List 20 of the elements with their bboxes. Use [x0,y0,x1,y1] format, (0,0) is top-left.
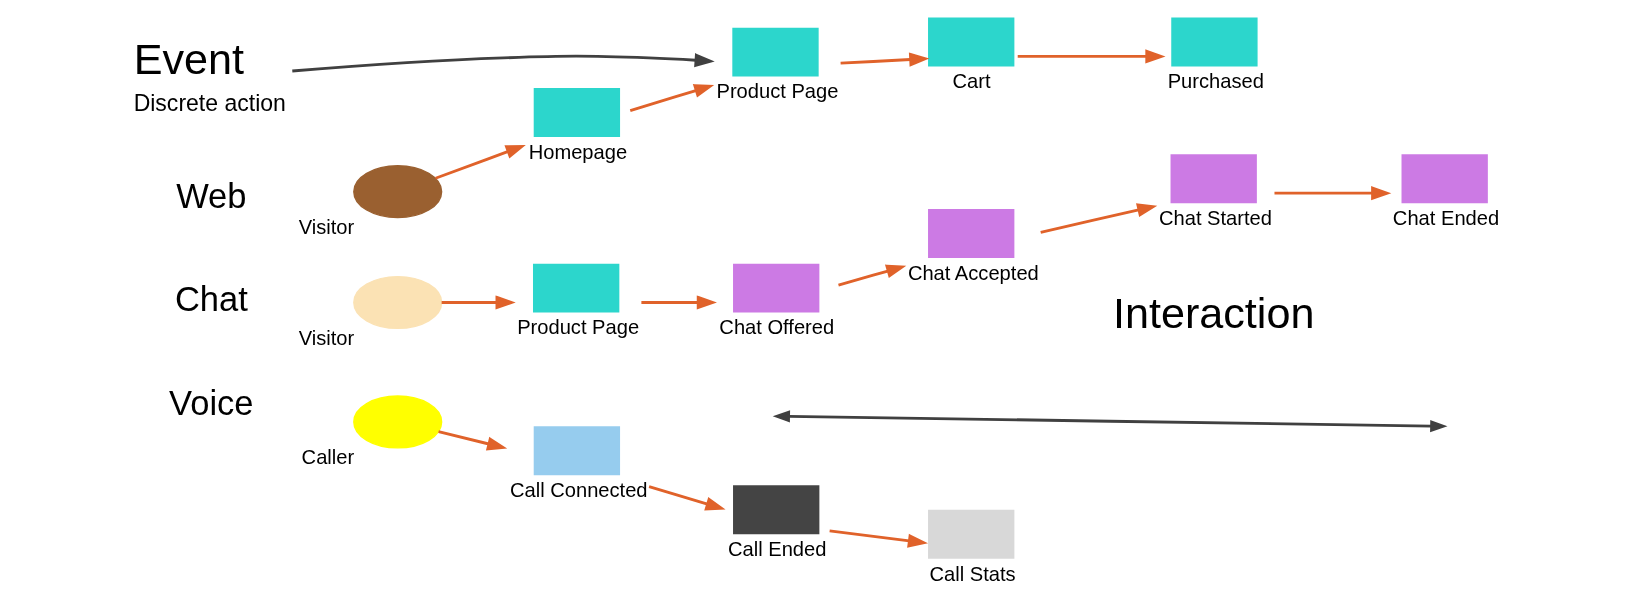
node-text: Event Discrete action [133,34,286,116]
node-label: Visitor [298,215,355,238]
label: Interaction [1112,288,1315,337]
node-label: Call Connected [509,479,648,502]
node-label: Homepage [528,140,628,163]
node-label: Call Ended [727,538,827,561]
node-label: Purchased [1167,70,1264,93]
node-label: Cart [952,70,991,93]
node-label: Chat Ended [1392,207,1500,230]
node-label: Chat Started [1159,207,1273,230]
label: Web [176,176,247,215]
node-label: Chat Accepted [907,261,1039,284]
label: Voice [169,384,254,423]
node-label: Product Page [716,80,839,103]
node-label: Caller [301,445,355,468]
label: Chat [174,280,248,319]
node-label: Chat Offered [719,316,835,339]
node-label: Visitor [298,326,355,349]
node-label: Call Stats [929,562,1016,585]
node-label: Product Page [517,316,640,339]
